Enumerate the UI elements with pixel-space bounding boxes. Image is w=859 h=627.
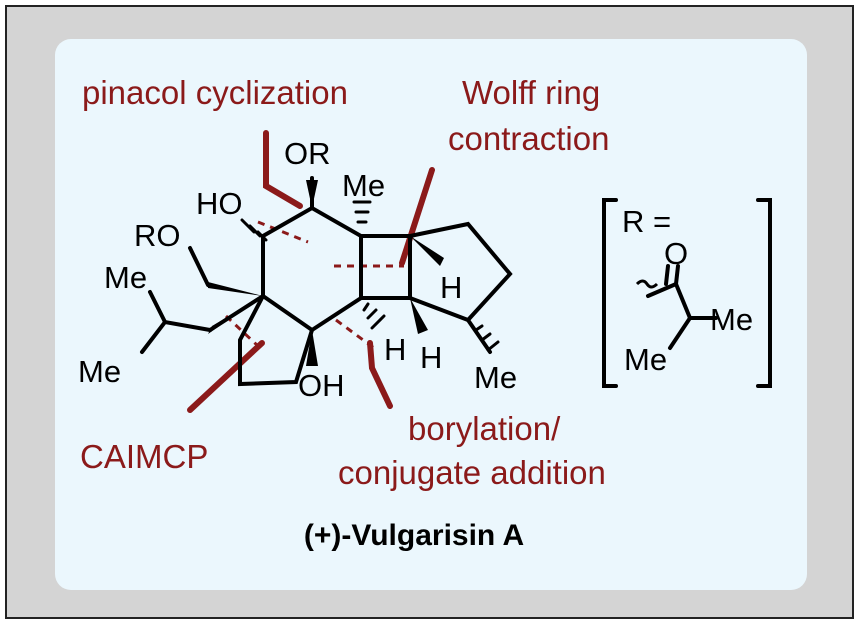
cyclopentane-methyl-hash-base [466, 318, 492, 354]
wedge-or [306, 180, 318, 208]
acyl-bond [646, 282, 678, 298]
hash-ho [240, 218, 256, 234]
disconnection-markers [187, 130, 435, 413]
hash-h-lower [362, 302, 370, 312]
isopropyl-upper-bond [148, 290, 167, 324]
annotation-wolff-line1: Wolff ring [462, 74, 600, 111]
hash-me-cyclopentane [474, 324, 484, 332]
r-group-me-right: Me [710, 302, 753, 337]
wavy-attachment-bond [635, 279, 659, 289]
r-group-oxygen: O [664, 236, 688, 271]
borylation-cut-dashes [335, 318, 375, 350]
annotation-caimcp: CAIMCP [80, 438, 208, 475]
annotation-pinacol: pinacol cyclization [82, 74, 348, 111]
carbonyl-bond-double [664, 264, 670, 286]
atom-label-me-isopropyl-lower: Me [78, 354, 121, 389]
wedge-h-cyclopentane [410, 236, 444, 266]
wedge-isopropyl [208, 296, 263, 334]
hash-h-lower [366, 308, 378, 320]
cyclopentane-bonds [408, 221, 513, 323]
atom-label-h-right: H [440, 270, 462, 305]
wedge-ch2or [208, 282, 263, 296]
isobutyryl-me-left-bond [668, 316, 692, 350]
hash-me-cyclopentane [480, 332, 492, 342]
pinacol-disconnection-line [263, 130, 303, 209]
r-group-me-left: Me [624, 342, 667, 377]
atom-label-oh: OH [298, 368, 345, 403]
atom-label-me-cyclopentane: Me [474, 360, 517, 395]
pinacol-cut-dashes [257, 220, 309, 244]
atom-label-h-lower-right: H [420, 340, 442, 375]
lower-ring-bonds [238, 294, 314, 387]
atom-label-ro: RO [134, 218, 181, 253]
borylation-disconnection-line [367, 340, 393, 409]
hash-me-cyclopentane [486, 340, 500, 352]
carbonyl-bond [674, 264, 680, 286]
atom-labels: OR Me HO RO Me Me H H H OH Me R = O Me M… [78, 136, 753, 403]
hashed-bonds [240, 200, 500, 352]
wedge-h-lower [410, 298, 428, 334]
isobutyryl-bond [674, 282, 692, 320]
stereo-wedges [208, 180, 444, 366]
r-group-label: R = [622, 204, 671, 239]
atom-label-or: OR [284, 136, 331, 171]
annotation-borylation-line1: borylation/ [408, 410, 561, 447]
hash-h-lower [370, 314, 386, 330]
wedge-oh [306, 330, 318, 366]
ch2or-bond [188, 246, 210, 287]
atom-label-me-isopropyl-upper: Me [104, 260, 147, 295]
cyclobutane-bonds [359, 234, 412, 300]
annotation-wolff-line2: contraction [448, 120, 609, 157]
inner-panel [55, 39, 807, 590]
compound-name: (+)-Vulgarisin A [304, 519, 524, 552]
annotation-labels: pinacol cyclization Wolff ring contracti… [80, 74, 609, 491]
atom-label-me-top: Me [342, 168, 385, 203]
atom-label-ho: HO [196, 186, 243, 221]
caimcp-disconnection-line [187, 340, 265, 413]
right-bracket [756, 198, 772, 388]
wolff-disconnection-line [399, 167, 435, 266]
r-group-definition [602, 198, 772, 388]
atom-label-h-lower-left: H [384, 332, 406, 367]
left-bracket [602, 198, 618, 388]
annotation-borylation-line2: conjugate addition [338, 454, 606, 491]
